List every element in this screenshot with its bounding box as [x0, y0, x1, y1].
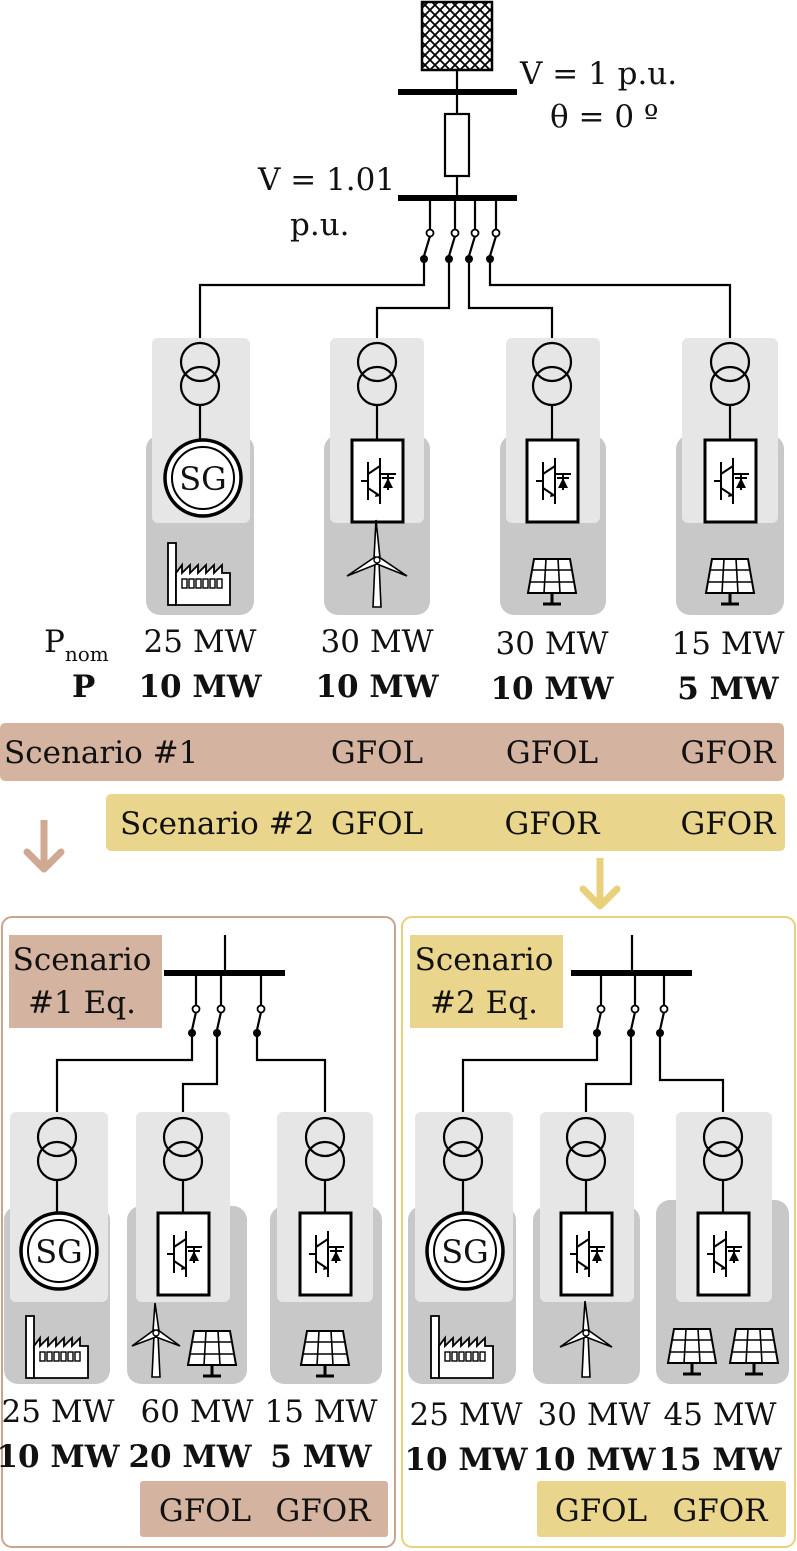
- breaker-icon: [420, 198, 501, 263]
- arrow-down-icon: [23, 820, 65, 873]
- eq2-mode-band: [537, 1481, 786, 1537]
- pcc-voltage-label-2: p.u.: [290, 207, 350, 243]
- scenario-1-mode-2: GFOL: [506, 735, 598, 771]
- eq2-unit-3-pnom: 45 MW: [664, 1397, 777, 1433]
- synchronous-generator-icon: SG: [19, 1211, 99, 1291]
- eq2-unit-1-p: 10 MW: [404, 1442, 528, 1478]
- inverter-icon: [696, 1211, 751, 1297]
- unit-3: [500, 338, 606, 615]
- grid-angle-label: θ = 0 º: [550, 99, 659, 135]
- scenario-1-equivalent: Scenario #1 Eq. SG: [0, 916, 396, 1548]
- scenario-1-band: [0, 723, 784, 781]
- eq2-title-1: Scenario: [415, 942, 554, 978]
- scenario-1-mode-3: GFOR: [680, 735, 777, 771]
- inverter-icon: [156, 1211, 211, 1297]
- scenario-2-mode-1: GFOL: [331, 806, 423, 842]
- solar-panel-icon: [666, 1328, 718, 1376]
- eq1-unit-3-p: 5 MW: [270, 1439, 373, 1475]
- unit-3-p: 10 MW: [490, 671, 614, 707]
- unit-4-p: 5 MW: [677, 671, 780, 707]
- eq2-unit-2-pnom: 30 MW: [538, 1397, 651, 1433]
- solar-panel-icon: [526, 558, 578, 606]
- unit-1-pnom: 25 MW: [144, 624, 257, 660]
- wind-turbine-icon: [131, 1302, 181, 1378]
- eq1-mode-2: GFOR: [275, 1493, 372, 1529]
- eq1-unit-3-pnom: 15 MW: [265, 1394, 378, 1430]
- scenario-2-band: [106, 794, 785, 851]
- breaker-icon: [188, 973, 266, 1037]
- unit-4: [676, 338, 784, 615]
- scenario-2-mode-3: GFOR: [680, 806, 777, 842]
- eq1-mode-band: [140, 1481, 388, 1537]
- factory-icon: [167, 542, 231, 606]
- unit-2-p: 10 MW: [315, 669, 439, 705]
- arrow-down-icon: [579, 858, 621, 910]
- eq2-mode-2: GFOR: [672, 1493, 769, 1529]
- inverter-icon: [525, 438, 580, 524]
- solar-panel-icon: [299, 1330, 351, 1378]
- p-row-label: P: [72, 669, 95, 705]
- eq2-mode-1: GFOL: [555, 1493, 647, 1529]
- solar-panel-icon: [728, 1328, 780, 1376]
- synchronous-generator-icon: SG: [425, 1211, 505, 1291]
- scenario-2-equivalent: Scenario #2 Eq. SG: [401, 916, 796, 1548]
- inverter-icon: [298, 1211, 353, 1297]
- svg-text:SG: SG: [35, 1233, 82, 1271]
- eq1-unit-1-p: 10 MW: [0, 1439, 121, 1475]
- inverter-icon: [559, 1211, 614, 1297]
- unit-1-p: 10 MW: [138, 669, 262, 705]
- eq1-title-2: #1 Eq.: [28, 985, 136, 1021]
- scenario-2-mode-2: GFOR: [504, 806, 601, 842]
- eq1-unit-2-p: 20 MW: [128, 1439, 252, 1475]
- eq2-unit-3-p: 15 MW: [658, 1442, 782, 1478]
- synchronous-generator-icon: SG: [163, 438, 243, 518]
- unit-2: [324, 338, 430, 615]
- unit-2-pnom: 30 MW: [321, 624, 434, 660]
- solar-panel-icon: [186, 1330, 238, 1378]
- eq1-mode-1: GFOL: [159, 1493, 251, 1529]
- pnom-row-label: Pnom: [44, 624, 109, 666]
- grid-voltage-label: V = 1 p.u.: [519, 56, 677, 92]
- grid-icon: [420, 0, 494, 72]
- svg-text:SG: SG: [179, 460, 226, 498]
- unit-1: SG: [146, 338, 254, 615]
- eq1-unit-1-pnom: 25 MW: [2, 1394, 115, 1430]
- factory-icon: [25, 1315, 89, 1379]
- scenario-2-label: Scenario #2: [120, 806, 314, 842]
- unit-3-pnom: 30 MW: [496, 626, 609, 662]
- eq2-unit-1-pnom: 25 MW: [410, 1397, 523, 1433]
- eq1-unit-2-pnom: 60 MW: [141, 1394, 254, 1430]
- wind-turbine-icon: [559, 1300, 613, 1378]
- eq2-unit-2-p: 10 MW: [532, 1442, 656, 1478]
- inverter-icon: [350, 438, 405, 524]
- scenario-1-mode-1: GFOL: [331, 735, 423, 771]
- scenario-1-label: Scenario #1: [4, 735, 198, 771]
- factory-icon: [430, 1315, 494, 1379]
- pcc-voltage-label-1: V = 1.01: [257, 162, 395, 198]
- line-impedance-icon: [443, 112, 471, 178]
- wind-turbine-icon: [346, 519, 408, 608]
- eq2-title-box: [410, 935, 563, 1028]
- svg-text:SG: SG: [441, 1233, 488, 1271]
- eq1-title-box: [9, 935, 162, 1028]
- solar-panel-icon: [704, 558, 756, 606]
- eq1-title-1: Scenario: [13, 942, 152, 978]
- unit-4-pnom: 15 MW: [672, 626, 785, 662]
- breaker-icon: [593, 973, 669, 1037]
- eq2-title-2: #2 Eq.: [430, 985, 538, 1021]
- inverter-icon: [703, 438, 758, 524]
